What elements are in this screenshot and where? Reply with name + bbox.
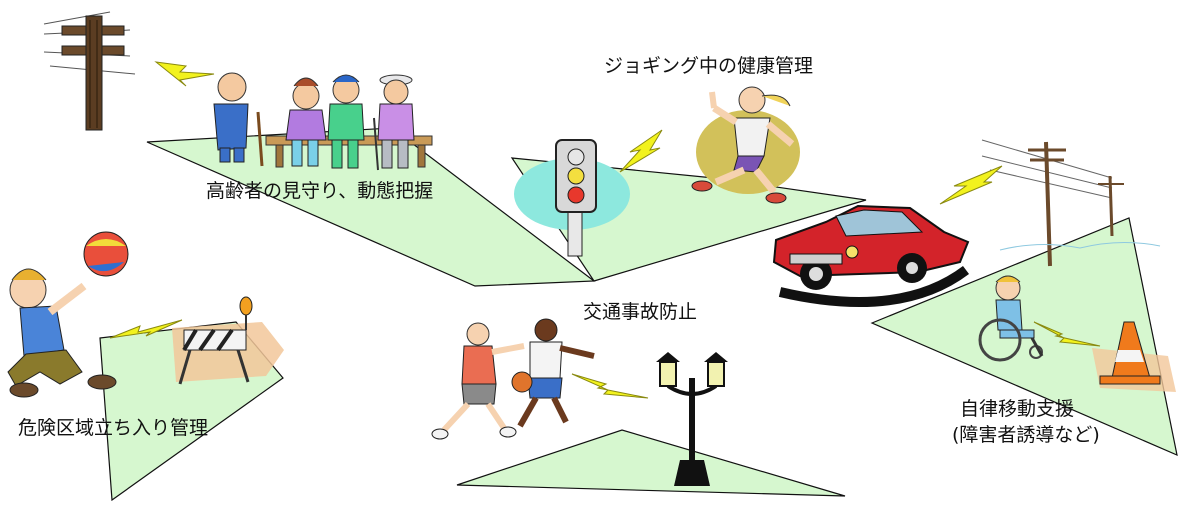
basketball-players-icon bbox=[431, 318, 595, 440]
wheelchair-user-icon bbox=[978, 275, 1044, 362]
traffic-cone-icon bbox=[1092, 321, 1176, 392]
label-jogging-health: ジョギング中の健康管理 bbox=[604, 55, 814, 77]
road-barrier-icon bbox=[172, 296, 284, 385]
label-mobility-note: (障害者誘導など) bbox=[952, 424, 1100, 446]
label-elderly-monitoring: 高齢者の見守り、動態把握 bbox=[206, 180, 434, 202]
utility-pole-icon bbox=[43, 11, 136, 131]
label-danger-zone-entry: 危険区域立ち入り管理 bbox=[18, 417, 209, 439]
car-icon bbox=[772, 204, 970, 307]
power-lines-icon bbox=[981, 139, 1161, 267]
label-traffic-accident-prevention: 交通事故防止 bbox=[583, 301, 698, 323]
elderly-group-icon bbox=[213, 72, 433, 171]
signal-bolt-icon bbox=[109, 61, 1101, 399]
label-autonomous-mobility: 自律移動支援 bbox=[960, 398, 1075, 420]
traffic-light-icon bbox=[514, 139, 630, 257]
child-with-ball-icon bbox=[7, 231, 129, 398]
street-lamp-icon bbox=[656, 352, 728, 486]
zone-traffic bbox=[456, 429, 846, 497]
jogger-icon bbox=[691, 86, 800, 204]
